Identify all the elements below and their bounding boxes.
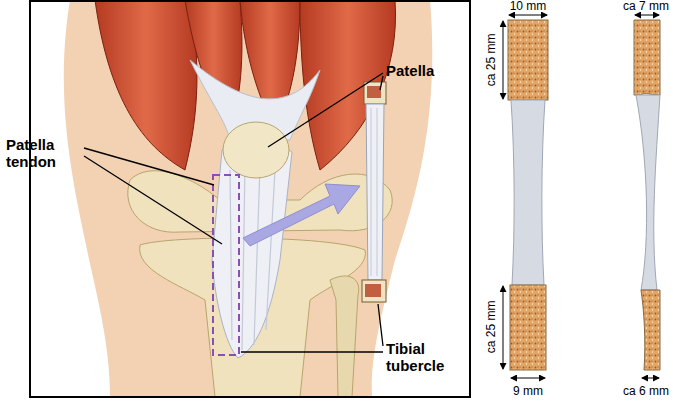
part-label: Patella — [386, 62, 434, 79]
part-label: Tibial tubercle — [386, 340, 468, 375]
dimension-label: 10 mm — [510, 0, 547, 14]
part-label: Patella tendon — [6, 136, 82, 171]
dimension-label: 9 mm — [513, 385, 543, 399]
dimension-label: ca 25 mm — [485, 34, 499, 87]
dimension-label: ca 6 mm — [623, 385, 669, 399]
dimension-label: ca 7 mm — [623, 0, 669, 14]
dimension-label: ca 25 mm — [485, 301, 499, 354]
